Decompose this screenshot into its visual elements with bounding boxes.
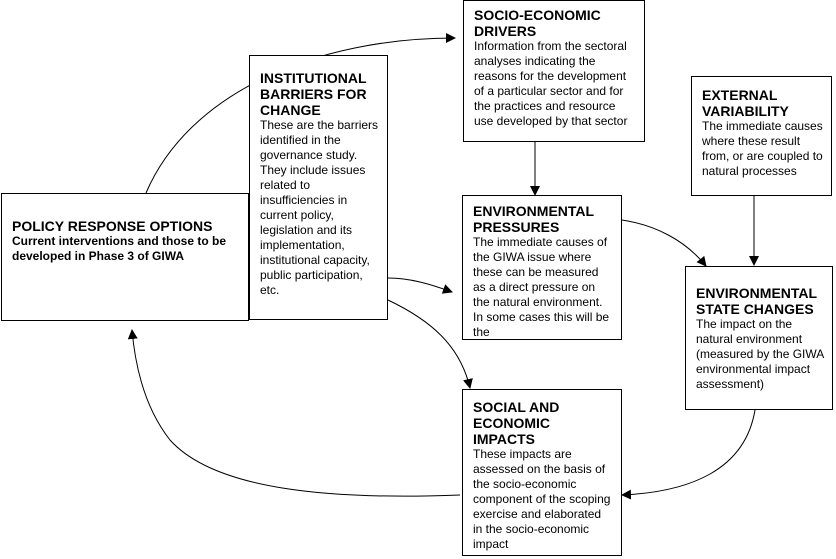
arrow-state-to-impacts [621,409,756,500]
environmental-state-changes-box: ENVIRONMENTAL STATE CHANGES The impact o… [685,266,833,410]
socio-economic-drivers-box: SOCIO-ECONOMIC DRIVERS Information from … [463,0,645,142]
arrow-institutional-to-impacts [387,299,473,389]
external-variability-box: EXTERNAL VARIABILITY The immediate cause… [691,76,832,196]
social-economic-impacts-box: SOCIAL AND ECONOMIC IMPACTS These impact… [462,389,622,556]
policy-response-options-title: POLICY RESPONSE OPTIONS [12,218,213,234]
socio-economic-drivers-text: Information from the sectoral analyses i… [474,39,628,128]
external-variability-text: The immediate causes where these result … [702,119,823,178]
environmental-pressures-text: The immediate causes of the GIWA issue w… [473,235,610,339]
institutional-barriers-box: INSTITUTIONAL BARRIERS FOR CHANGE These … [249,55,388,320]
environmental-state-changes-title: ENVIRONMENTAL STATE CHANGES [696,285,817,317]
social-economic-impacts-title: SOCIAL AND ECONOMIC IMPACTS [473,399,560,447]
environmental-state-changes-text: The impact on the natural environment (m… [696,317,824,391]
environmental-pressures-box: ENVIRONMENTAL PRESSURES The immediate ca… [462,195,622,340]
social-economic-impacts-text: These impacts are assessed on the basis … [473,447,611,551]
institutional-barriers-text: These are the barriers identified in the… [260,118,379,297]
arrow-pressures-to-state [621,219,707,267]
environmental-pressures-title: ENVIRONMENTAL PRESSURES [473,203,594,235]
policy-response-options-box: POLICY RESPONSE OPTIONS Current interven… [1,193,249,321]
institutional-barriers-title: INSTITUTIONAL BARRIERS FOR CHANGE [260,70,367,118]
policy-response-options-text: Current interventions and those to be de… [12,234,227,263]
arrow-impacts-to-policy [127,329,461,497]
arrow-institutional-to-pressures [387,277,453,294]
socio-economic-drivers-title: SOCIO-ECONOMIC DRIVERS [474,7,601,39]
external-variability-title: EXTERNAL VARIABILITY [702,87,789,119]
